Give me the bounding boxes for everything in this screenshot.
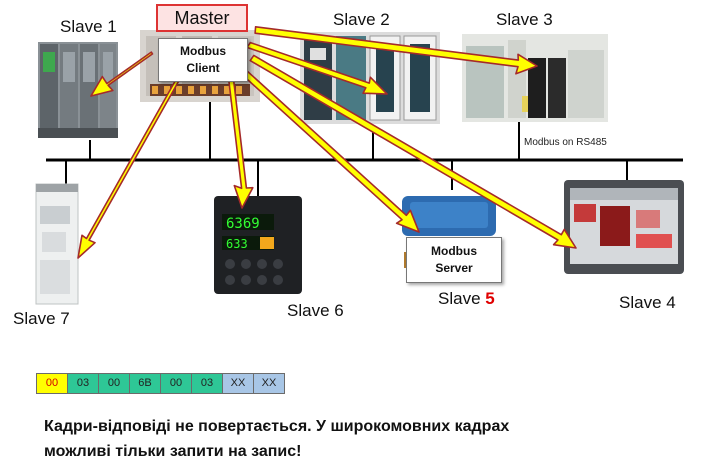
slave4-label: Slave 4 bbox=[619, 293, 676, 312]
client-line1: Modbus bbox=[180, 44, 226, 58]
frame-byte: XX bbox=[222, 373, 254, 394]
master-label: Master bbox=[156, 4, 248, 32]
slave1-device bbox=[38, 42, 118, 138]
slave6-device: 6369 633 bbox=[214, 196, 302, 294]
arrow-to-slave3 bbox=[254, 25, 538, 75]
slave5-prefix: Slave bbox=[438, 289, 481, 308]
slave7-label: Slave 7 bbox=[13, 309, 70, 328]
slave3-device bbox=[462, 34, 608, 122]
frame-byte: XX bbox=[253, 373, 285, 394]
slave5-number: 5 bbox=[485, 289, 495, 308]
slave4-device bbox=[564, 180, 684, 274]
svg-text:633: 633 bbox=[226, 237, 248, 251]
frame-byte: 03 bbox=[67, 373, 99, 394]
slave3-label: Slave 3 bbox=[496, 10, 553, 29]
frame-byte: 00 bbox=[36, 373, 68, 394]
slave7-device bbox=[35, 183, 79, 305]
footer-line2: можливі тільки запити на запис! bbox=[44, 443, 302, 460]
frame-byte: 03 bbox=[191, 373, 223, 394]
server-line2: Server bbox=[435, 261, 473, 275]
server-line1: Modbus bbox=[431, 244, 477, 258]
modbus-client-label: Modbus Client bbox=[158, 38, 248, 82]
arrow-to-slave1 bbox=[90, 51, 154, 97]
request-arrows bbox=[77, 25, 577, 259]
frame-byte: 00 bbox=[160, 373, 192, 394]
slave5-device bbox=[402, 196, 496, 268]
slave2-label: Slave 2 bbox=[333, 10, 390, 29]
svg-text:6369: 6369 bbox=[226, 216, 260, 232]
arrow-to-slave4 bbox=[249, 54, 577, 249]
modbus-server-label: Modbus Server bbox=[406, 237, 502, 283]
arrow-to-slave5 bbox=[240, 69, 420, 233]
slave1-label: Slave 1 bbox=[60, 17, 117, 36]
client-line2: Client bbox=[186, 61, 220, 75]
slave5-label: Slave 5 bbox=[438, 289, 495, 309]
frame-byte: 6B bbox=[129, 373, 161, 394]
frame-byte: 00 bbox=[98, 373, 130, 394]
footer-line1: Кадри-відповіді не повертається. У широк… bbox=[44, 418, 510, 435]
arrow-to-slave7 bbox=[77, 74, 182, 259]
bus-label: Modbus on RS485 bbox=[524, 137, 607, 148]
arrow-to-slave6 bbox=[227, 77, 254, 209]
footer-note: Кадри-відповіді не повертається. У широк… bbox=[44, 414, 509, 464]
slave6-label: Slave 6 bbox=[287, 301, 344, 320]
arrow-to-slave2 bbox=[246, 41, 388, 95]
